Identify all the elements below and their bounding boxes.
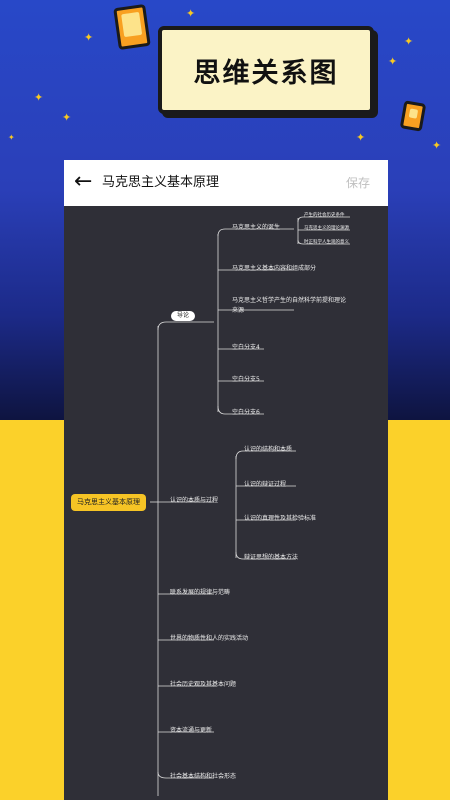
app-bar: ← 马克思主义基本原理 保存 [64, 160, 388, 206]
banner: 思维关系图 [158, 26, 374, 114]
sparkle-icon: ✦ [388, 55, 398, 68]
banner-title: 思维关系图 [193, 57, 339, 89]
sparkle-icon: ✦ [356, 131, 366, 144]
topic-node[interactable]: 马克思主义的诞生 [232, 224, 281, 231]
branch-node-cognition[interactable]: 认识的本质与过程 [170, 497, 219, 504]
sparkle-icon: ✦ [84, 31, 94, 44]
topic-node[interactable]: 空白分支6 [232, 409, 260, 416]
topic-node[interactable]: 认识的结构和本质 [244, 446, 293, 453]
subtopic-node[interactable]: 产生的社会历史条件 [304, 213, 345, 218]
mind-map-connectors [150, 216, 350, 796]
sparkle-icon: ✦ [62, 111, 72, 124]
subtopic-node[interactable]: 马克思主义的理论渊源 [304, 226, 349, 231]
topic-node[interactable]: 辩证思想的基本方法 [244, 554, 299, 561]
topic-node[interactable]: 马克思主义哲学产生的自然科学前提和理论来源 [232, 297, 347, 314]
tablet-icon [113, 3, 151, 51]
sparkle-icon: ✦ [34, 91, 44, 104]
topic-node[interactable]: 空白分支5 [232, 376, 260, 383]
sparkle-icon: ✦ [8, 133, 15, 142]
sparkle-icon: ✦ [404, 35, 414, 48]
topic-node[interactable]: 认识的真理性及其检验标准 [244, 515, 317, 522]
page-title: 马克思主义基本原理 [102, 175, 220, 190]
topic-node[interactable]: 马克思主义基本内容和组成部分 [232, 265, 317, 272]
back-arrow-icon[interactable]: ← [74, 169, 93, 194]
branch-node[interactable]: 社会历史观及其基本问题 [170, 681, 237, 688]
save-button[interactable]: 保存 [345, 176, 370, 190]
mind-map-root-node[interactable]: 马克思主义基本原理 [71, 494, 146, 511]
branch-node[interactable]: 世界的物质性和人的实践活动 [170, 635, 249, 642]
sparkle-icon: ✦ [186, 7, 196, 20]
sparkle-icon: ✦ [432, 139, 442, 152]
branch-node[interactable]: 联系发展的规律与范畴 [170, 589, 231, 596]
branch-node[interactable]: 资本流通与更新 [170, 727, 213, 734]
subtopic-node[interactable]: 时正科学人生观的意义 [304, 240, 349, 245]
branch-node-introduction[interactable]: 导论 [171, 311, 196, 321]
branch-node[interactable]: 社会基本结构和社会形态 [170, 773, 237, 780]
phone-screen: ← 马克思主义基本原理 保存 [64, 160, 388, 800]
topic-node[interactable]: 空白分支4 [232, 344, 260, 351]
mind-map-canvas[interactable]: 马克思主义基本原理 导论 马克思主义的诞生 产生的社会历史条件 马克思主义的理论… [64, 206, 388, 800]
topic-node[interactable]: 认识的辩证过程 [244, 481, 287, 488]
